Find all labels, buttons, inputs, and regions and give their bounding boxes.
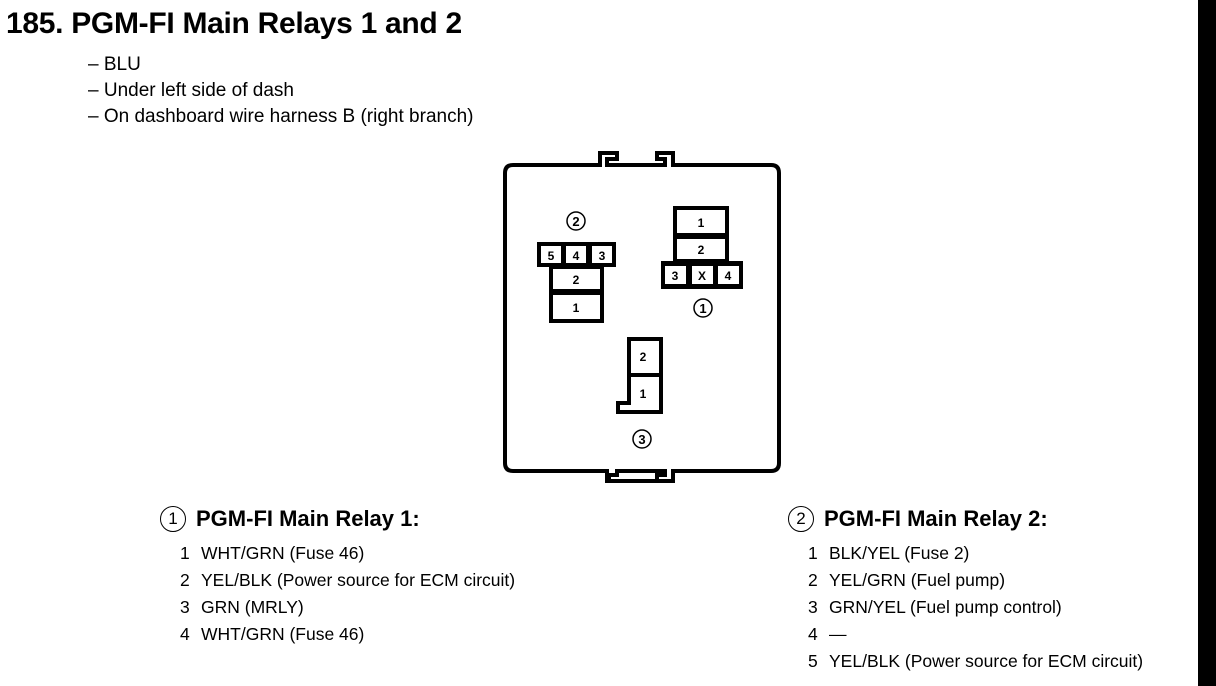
pin-description: GRN/YEL (Fuel pump control): [829, 597, 1062, 617]
relay-1-heading-text: PGM-FI Main Relay 1:: [196, 506, 420, 531]
relay-2-heading-text: PGM-FI Main Relay 2:: [824, 506, 1048, 531]
relay-1-pin-x: [692, 266, 713, 284]
pin-number: 1: [808, 543, 818, 563]
pin-description: BLK/YEL (Fuse 2): [829, 543, 970, 563]
relay-1-pin-3: [665, 266, 686, 284]
relay-2-pin-3: [592, 246, 612, 263]
relay-1-heading: 1 PGM-FI Main Relay 1:: [160, 504, 515, 534]
relay-1-marker-circle: [693, 298, 713, 318]
connector-3: 2 1 3: [616, 337, 663, 449]
pin-description: YEL/GRN (Fuel pump): [829, 570, 1006, 590]
relay-2-pin-3-label: 3: [599, 249, 606, 263]
pin-description: GRN (MRLY): [201, 597, 304, 617]
pin-row: 2 YEL/GRN (Fuel pump): [808, 567, 1143, 594]
relay-2-marker: 2: [788, 506, 814, 532]
location-notes: – BLU – Under left side of dash – On das…: [88, 52, 473, 130]
pin-row: 4 WHT/GRN (Fuse 46): [180, 621, 515, 648]
connector-3-marker-label: 3: [638, 432, 645, 447]
relay-1-marker-label: 1: [699, 301, 706, 316]
relay-1-pin-4-label: 4: [725, 269, 732, 283]
pin-number: 3: [808, 597, 818, 617]
pin-description: WHT/GRN (Fuse 46): [201, 543, 365, 563]
relay-2-marker-circle: [566, 211, 586, 231]
relay-2-pin-1-label: 1: [573, 301, 580, 315]
pin-number: 3: [180, 597, 190, 617]
pin-description: YEL/BLK (Power source for ECM circuit): [201, 570, 516, 590]
relay-1-pin-4: [718, 266, 739, 284]
relay-1-pin-2-label: 2: [698, 243, 705, 257]
note-harness: – On dashboard wire harness B (right bra…: [88, 106, 474, 127]
connector-3-marker-circle: [632, 429, 652, 449]
connector-3-pin-2-label: 2: [640, 350, 647, 364]
relay-1-pin-x-label: X: [698, 269, 706, 283]
pin-number: 1: [180, 543, 190, 563]
note-color: – BLU: [88, 54, 141, 75]
right-edge-bar: [1198, 0, 1216, 686]
relay-2-pin-5: [541, 246, 561, 263]
pin-number: 4: [808, 624, 818, 644]
pin-row: 2 YEL/BLK (Power source for ECM circuit): [180, 567, 515, 594]
pin-row: 1 WHT/GRN (Fuse 46): [180, 540, 515, 567]
relay-box-diagram: 2 5 4 3 2 1 1 2 3 X 4 1 2 1 3: [503, 151, 781, 483]
note-location: – Under left side of dash: [88, 80, 294, 101]
pin-row: 3 GRN (MRLY): [180, 594, 515, 621]
relay-2-pin-2-label: 2: [573, 273, 580, 287]
pin-number: 5: [808, 651, 818, 671]
relay-2-connector: 2 5 4 3 2 1: [537, 211, 616, 323]
relay-2-pin-5-label: 5: [548, 249, 555, 263]
pin-number: 4: [180, 624, 190, 644]
relay-2-marker-label: 2: [572, 214, 579, 229]
pin-description: WHT/GRN (Fuse 46): [201, 624, 365, 644]
relay-2-pin-4-label: 4: [573, 249, 580, 263]
pin-description: —: [829, 624, 847, 644]
pin-number: 2: [808, 570, 818, 590]
pin-row: 1 BLK/YEL (Fuse 2): [808, 540, 1143, 567]
relay-1-pin-1-label: 1: [698, 216, 705, 230]
connector-3-outline: [616, 337, 663, 414]
relay-2-pin-4: [566, 246, 586, 263]
relay-2-section: 2 PGM-FI Main Relay 2: 1 BLK/YEL (Fuse 2)…: [788, 504, 1143, 675]
bottom-tab: [605, 471, 675, 483]
relay-1-pin-3-label: 3: [672, 269, 679, 283]
pin-row: 4—: [808, 621, 1143, 648]
connector-3-pin-1-label: 1: [640, 387, 647, 401]
pin-row: 5 YEL/BLK (Power source for ECM circuit): [808, 648, 1143, 675]
relay-2-heading: 2 PGM-FI Main Relay 2:: [788, 504, 1143, 534]
relay-1-connector: 1 2 3 X 4 1: [661, 206, 743, 318]
pin-description: YEL/BLK (Power source for ECM circuit): [829, 651, 1144, 671]
pin-row: 3 GRN/YEL (Fuel pump control): [808, 594, 1143, 621]
page-title: 185. PGM-FI Main Relays 1 and 2: [6, 7, 462, 40]
relay-box-outline: [503, 151, 781, 483]
relay-2-pin-1: [549, 291, 604, 323]
relay-1-marker: 1: [160, 506, 186, 532]
relay-2-pin-list: 1 BLK/YEL (Fuse 2) 2 YEL/GRN (Fuel pump) 3…: [788, 540, 1143, 675]
pin-number: 2: [180, 570, 190, 590]
